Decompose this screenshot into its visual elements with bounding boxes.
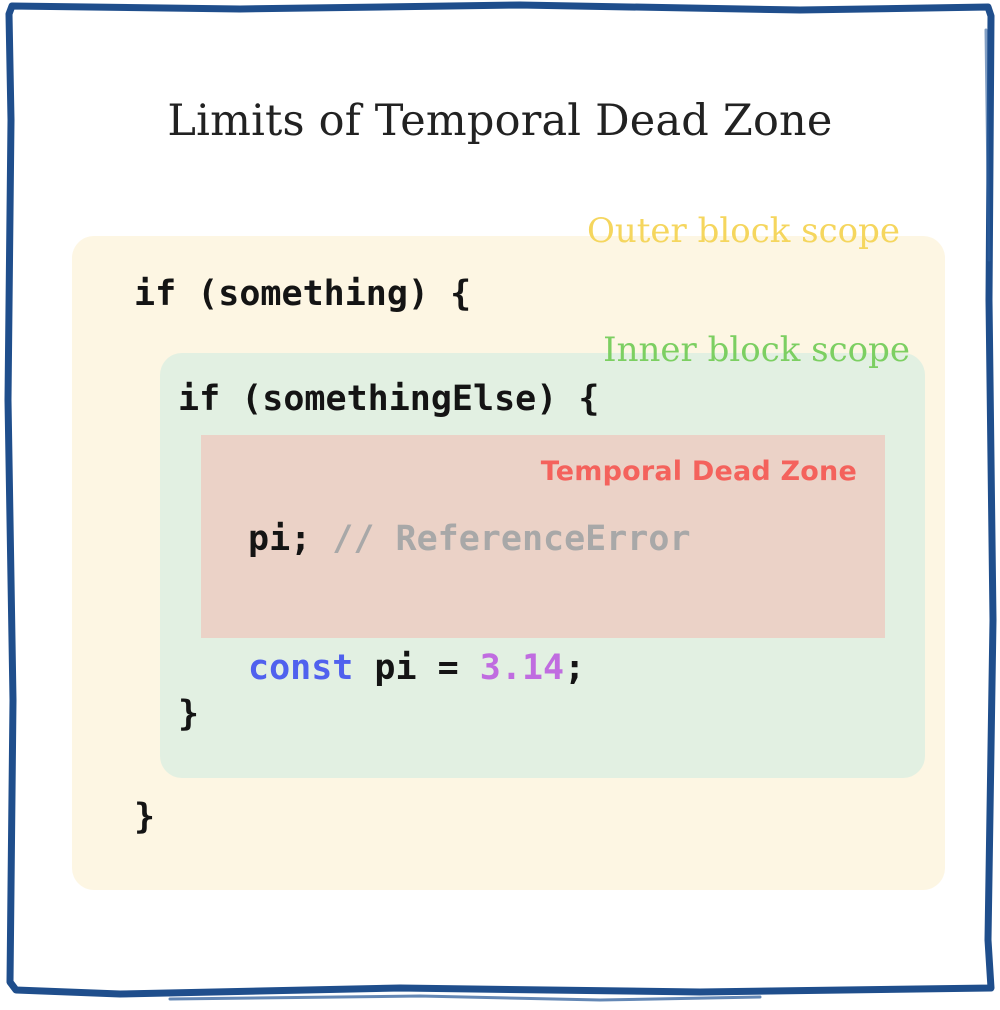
code-token-space [311, 519, 332, 559]
code-line-close-outer-brace: } [134, 797, 156, 837]
temporal-dead-zone-label: Temporal Dead Zone [540, 456, 857, 487]
code-line-if-something: if (something) { [134, 274, 472, 314]
outer-block-scope-label: Outer block scope [586, 211, 900, 251]
page-title: Limits of Temporal Dead Zone [167, 96, 833, 146]
code-token-reference-error-comment: // ReferenceError [332, 519, 691, 559]
code-token-pi-statement: pi; [248, 519, 312, 559]
code-line-close-inner-brace: } [178, 694, 200, 734]
inner-block-scope-label: Inner block scope [603, 330, 910, 370]
code-token-pi-assignment: pi = [353, 648, 480, 688]
code-line-if-something-else: if (somethingElse) { [178, 379, 600, 419]
code-token-pi-value: 3.14 [479, 648, 565, 688]
temporal-dead-zone-box [201, 435, 885, 638]
code-line-pi-reference-error: pi; // ReferenceError [248, 519, 691, 559]
code-token-semicolon: ; [564, 648, 586, 688]
code-token-const-keyword: const [248, 648, 354, 688]
code-line-const-pi: const pi = 3.14; [248, 648, 585, 688]
